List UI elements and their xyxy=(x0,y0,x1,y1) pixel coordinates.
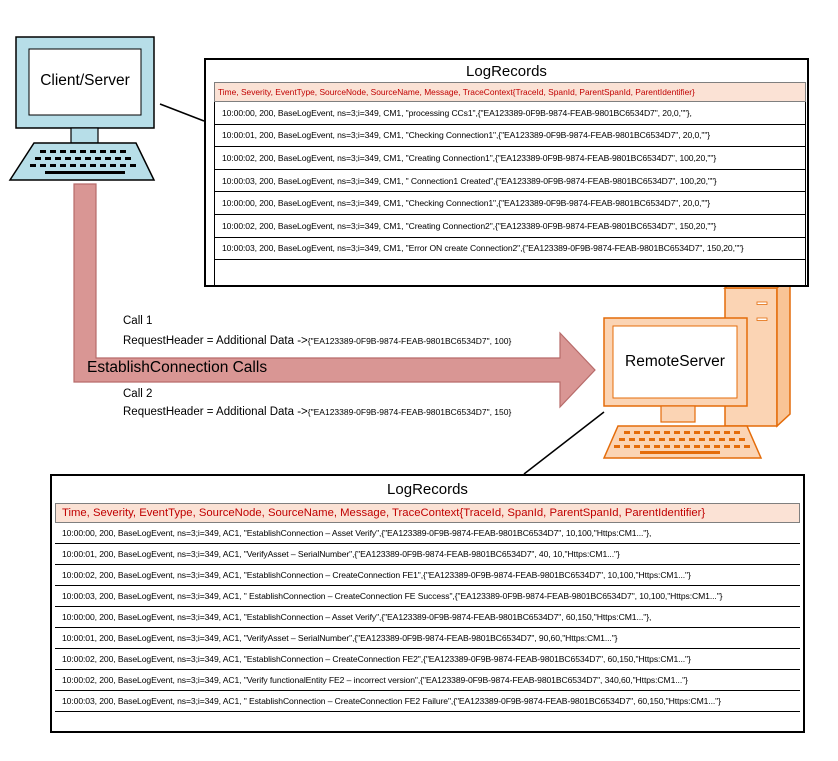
top-log-row-text: 10:00:00, 200, BaseLogEvent, ns=3;i=349,… xyxy=(222,198,711,209)
call-2-title: Call 2 xyxy=(123,388,153,400)
bottom-log-row-text: 10:00:01, 200, BaseLogEvent, ns=3;i=349,… xyxy=(62,633,618,643)
call-1-header: RequestHeader = Additional Data ->{"EA12… xyxy=(123,335,511,347)
connector-client-log xyxy=(159,103,205,122)
remote-server-label: RemoteServer xyxy=(625,353,725,370)
call-1-title: Call 1 xyxy=(123,315,153,327)
top-log-rows: 10:00:00, 200, BaseLogEvent, ns=3;i=349,… xyxy=(214,102,806,285)
remote-server-icon xyxy=(602,274,792,459)
bottom-log-row-text: 10:00:02, 200, BaseLogEvent, ns=3;i=349,… xyxy=(62,675,688,685)
bottom-log-title: LogRecords xyxy=(387,481,468,498)
top-log-row: 10:00:03, 200, BaseLogEvent, ns=3;i=349,… xyxy=(215,238,805,261)
client-label: Client/Server xyxy=(40,72,130,89)
bottom-log-rows: 10:00:00, 200, BaseLogEvent, ns=3;i=349,… xyxy=(55,523,800,731)
bottom-log-row: 10:00:02, 200, BaseLogEvent, ns=3;i=349,… xyxy=(55,649,800,670)
top-log-row-text: 10:00:01, 200, BaseLogEvent, ns=3;i=349,… xyxy=(222,130,711,141)
top-log-row-text: 10:00:03, 200, BaseLogEvent, ns=3;i=349,… xyxy=(222,243,744,254)
bottom-log-records: LogRecords Time, Severity, EventType, So… xyxy=(50,474,805,733)
bottom-log-row-text: 10:00:03, 200, BaseLogEvent, ns=3;i=349,… xyxy=(62,696,721,706)
top-log-row-text: 10:00:03, 200, BaseLogEvent, ns=3;i=349,… xyxy=(222,175,717,186)
top-log-row-text: 10:00:00, 200, BaseLogEvent, ns=3;i=349,… xyxy=(222,107,692,118)
call-1-header-text: RequestHeader = Additional Data -> xyxy=(123,335,308,347)
bottom-log-row: 10:00:00, 200, BaseLogEvent, ns=3;i=349,… xyxy=(55,607,800,628)
bottom-log-row-text: 10:00:01, 200, BaseLogEvent, ns=3;i=349,… xyxy=(62,549,620,559)
bottom-log-row-text: 10:00:00, 200, BaseLogEvent, ns=3;i=349,… xyxy=(62,528,652,538)
call-1-payload: {"EA123389-0F9B-9874-FEAB-9801BC6534D7",… xyxy=(307,336,512,346)
bottom-log-row-text: 10:00:02, 200, BaseLogEvent, ns=3;i=349,… xyxy=(62,570,691,580)
bottom-log-row: 10:00:02, 200, BaseLogEvent, ns=3;i=349,… xyxy=(55,670,800,691)
top-log-row: 10:00:03, 200, BaseLogEvent, ns=3;i=349,… xyxy=(215,170,805,193)
bottom-log-row-text: 10:00:03, 200, BaseLogEvent, ns=3;i=349,… xyxy=(62,591,723,601)
call-2-payload: {"EA123389-0F9B-9874-FEAB-9801BC6534D7",… xyxy=(307,407,512,417)
connector-server-log xyxy=(523,411,605,475)
top-log-row: 10:00:00, 200, BaseLogEvent, ns=3;i=349,… xyxy=(215,102,805,125)
bottom-log-row: 10:00:03, 200, BaseLogEvent, ns=3;i=349,… xyxy=(55,691,800,712)
top-log-title: LogRecords xyxy=(466,63,547,80)
bottom-log-header: Time, Severity, EventType, SourceNode, S… xyxy=(55,503,800,523)
establish-connection-arrow xyxy=(73,183,596,409)
top-log-row: 10:00:00, 200, BaseLogEvent, ns=3;i=349,… xyxy=(215,192,805,215)
call-2-header: RequestHeader = Additional Data ->{"EA12… xyxy=(123,406,511,418)
top-log-records: LogRecords Time, Severity, EventType, So… xyxy=(204,58,809,287)
bottom-log-row: 10:00:02, 200, BaseLogEvent, ns=3;i=349,… xyxy=(55,565,800,586)
bottom-log-row-text: 10:00:02, 200, BaseLogEvent, ns=3;i=349,… xyxy=(62,654,691,664)
top-log-row: 10:00:02, 200, BaseLogEvent, ns=3;i=349,… xyxy=(215,215,805,238)
bottom-log-row: 10:00:00, 200, BaseLogEvent, ns=3;i=349,… xyxy=(55,523,800,544)
top-log-row-text: 10:00:02, 200, BaseLogEvent, ns=3;i=349,… xyxy=(222,152,717,163)
call-2-header-text: RequestHeader = Additional Data -> xyxy=(123,406,308,418)
top-log-row: 10:00:02, 200, BaseLogEvent, ns=3;i=349,… xyxy=(215,147,805,170)
bottom-log-row: 10:00:03, 200, BaseLogEvent, ns=3;i=349,… xyxy=(55,586,800,607)
top-log-header: Time, Severity, EventType, SourceNode, S… xyxy=(214,82,806,102)
bottom-log-row: 10:00:01, 200, BaseLogEvent, ns=3;i=349,… xyxy=(55,544,800,565)
arrow-label: EstablishConnection Calls xyxy=(87,359,268,376)
top-log-row-text: 10:00:02, 200, BaseLogEvent, ns=3;i=349,… xyxy=(222,220,717,231)
bottom-log-row-text: 10:00:00, 200, BaseLogEvent, ns=3;i=349,… xyxy=(62,612,652,622)
client-computer-icon xyxy=(8,36,156,181)
bottom-log-row: 10:00:01, 200, BaseLogEvent, ns=3;i=349,… xyxy=(55,628,800,649)
top-log-row: 10:00:01, 200, BaseLogEvent, ns=3;i=349,… xyxy=(215,125,805,148)
